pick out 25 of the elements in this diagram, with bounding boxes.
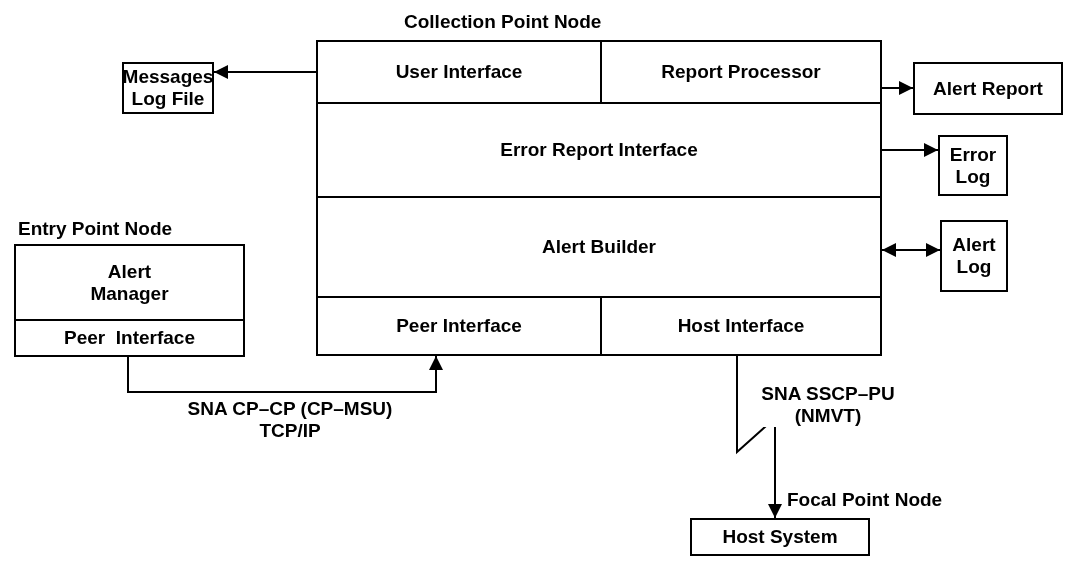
component-box (940, 220, 1008, 292)
connector-arrow (881, 143, 939, 157)
node-heading: Entry Point Node (18, 218, 173, 240)
component-label: Error Log (948, 143, 998, 188)
node-heading: Focal Point Node (787, 489, 943, 511)
component-label: Peer Interface (64, 327, 195, 349)
component-box (913, 62, 1063, 115)
component-label: Messages Log File (122, 66, 214, 110)
component-label: User Interface (395, 61, 523, 83)
connector-arrow (213, 65, 317, 79)
component-label: Alert Builder (542, 236, 656, 258)
component-box (938, 135, 1008, 196)
node-heading: Collection Point Node (404, 11, 602, 33)
component-label: Alert Log (951, 234, 997, 278)
connector-arrow (127, 355, 443, 393)
component-label: Error Report Interface (500, 139, 698, 161)
connector-arrow (881, 81, 914, 95)
component-label: Report Processor (661, 61, 821, 83)
component-label: Alert Manager (89, 260, 170, 305)
component-label: Host Interface (677, 315, 805, 337)
connector-arrow (881, 243, 941, 257)
connector-arrow (736, 355, 782, 519)
component-label: Peer Interface (396, 315, 522, 337)
component-label: Host System (722, 526, 838, 548)
component-label: Alert Report (932, 77, 1044, 100)
